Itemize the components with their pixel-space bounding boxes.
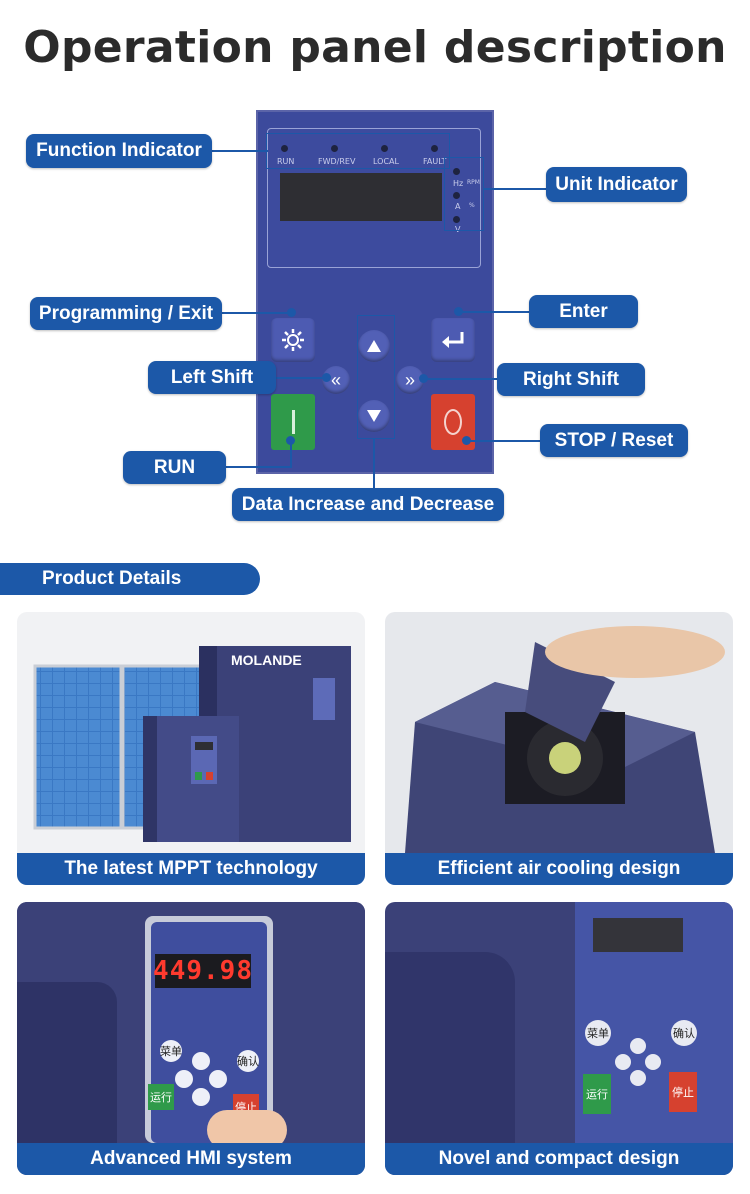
- label-unit-indicator: Unit Indicator: [546, 167, 687, 202]
- menu-key[interactable]: 菜单: [160, 1040, 182, 1062]
- connector-line: [290, 440, 292, 468]
- label-data-increase-decrease: Data Increase and Decrease: [232, 488, 504, 521]
- hmi-lcd: [593, 918, 683, 952]
- device-side: [17, 982, 117, 1143]
- connector-dot: [286, 436, 295, 445]
- connector-line: [276, 377, 326, 379]
- unit-a: A: [455, 202, 461, 211]
- label-run: RUN: [123, 451, 226, 484]
- label-function-indicator: Function Indicator: [26, 134, 212, 168]
- connector-dot: [419, 374, 428, 383]
- connector-line: [466, 440, 540, 442]
- unit-hz-led-icon: [453, 168, 460, 175]
- label-programming-exit: Programming / Exit: [30, 297, 222, 330]
- connector-line: [484, 188, 548, 190]
- data-keys-outline: [357, 315, 395, 439]
- hmi-digital-display: 449.98: [153, 954, 253, 988]
- connector-line: [212, 150, 268, 152]
- right-key[interactable]: [209, 1070, 227, 1088]
- double-right-icon: »: [404, 369, 415, 390]
- solar-inverter-image: [33, 646, 351, 842]
- run-led-icon: [281, 145, 288, 152]
- run-key[interactable]: 运行: [148, 1084, 174, 1110]
- tile-caption: Advanced HMI system: [17, 1143, 365, 1175]
- indicator-fwd-rev: FWD/REV: [318, 157, 356, 166]
- run-key[interactable]: 运行: [583, 1074, 611, 1114]
- unit-hz: Hz: [453, 179, 464, 188]
- indicator-local: LOCAL: [373, 157, 399, 166]
- tile-cooling: Efficient air cooling design: [385, 612, 733, 885]
- label-left-shift: Left Shift: [148, 361, 276, 394]
- tile-mppt: MOLANDE The latest MPPT technology: [17, 612, 365, 885]
- tile-caption: Efficient air cooling design: [385, 853, 733, 885]
- down-key[interactable]: [358, 400, 390, 432]
- down-key[interactable]: [630, 1070, 646, 1086]
- gear-icon: [282, 329, 304, 351]
- up-key[interactable]: [630, 1038, 646, 1054]
- section-title: Product Details: [0, 563, 260, 595]
- lcd-display: [280, 173, 442, 221]
- enter-arrow-icon: [442, 332, 464, 348]
- fault-led-icon: [431, 145, 438, 152]
- triangle-down-icon: [367, 410, 381, 422]
- tile-compact: 菜单 确认 运行 停止 Novel and compact design: [385, 902, 733, 1175]
- left-key[interactable]: [175, 1070, 193, 1088]
- tile-caption: The latest MPPT technology: [17, 853, 365, 885]
- tile-hmi: 449.98 菜单 确认 运行 停止 Advanced HMI system: [17, 902, 365, 1175]
- page-title: Operation panel description: [23, 22, 727, 73]
- confirm-key[interactable]: 确认: [237, 1050, 259, 1072]
- function-indicator-outline: [266, 133, 450, 169]
- unit-indicator-outline: [444, 157, 484, 231]
- device-side: [385, 952, 515, 1143]
- connector-dot: [462, 436, 471, 445]
- connector-line: [458, 311, 530, 313]
- unit-v-led-icon: [453, 216, 460, 223]
- connector-dot: [454, 307, 463, 316]
- triangle-up-icon: [367, 340, 381, 352]
- connector-line: [220, 312, 292, 314]
- label-right-shift: Right Shift: [497, 363, 645, 396]
- confirm-key[interactable]: 确认: [671, 1020, 697, 1046]
- brand-logo-text: MOLANDE: [231, 652, 302, 668]
- enter-key[interactable]: [431, 318, 475, 362]
- stop-key[interactable]: 停止: [669, 1072, 697, 1112]
- label-enter: Enter: [529, 295, 638, 328]
- up-key[interactable]: [358, 330, 390, 362]
- connector-line: [423, 378, 497, 380]
- down-key[interactable]: [192, 1088, 210, 1106]
- unit-percent: %: [469, 202, 475, 209]
- fwd-rev-led-icon: [331, 145, 338, 152]
- up-key[interactable]: [192, 1052, 210, 1070]
- stop-ring-icon: [444, 409, 462, 435]
- connector-dot: [287, 308, 296, 317]
- tile-caption: Novel and compact design: [385, 1143, 733, 1175]
- double-left-icon: «: [330, 369, 341, 390]
- menu-key[interactable]: 菜单: [585, 1020, 611, 1046]
- connector-line: [373, 439, 375, 491]
- programming-key[interactable]: [271, 318, 315, 362]
- connector-line: [226, 466, 292, 468]
- run-bar-icon: [291, 410, 295, 434]
- unit-rpm: RPM: [467, 179, 480, 186]
- indicator-fault: FAULT: [423, 157, 447, 166]
- unit-v: V: [455, 225, 461, 234]
- label-stop-reset: STOP / Reset: [540, 424, 688, 457]
- connector-dot: [322, 373, 331, 382]
- left-key[interactable]: [615, 1054, 631, 1070]
- cooling-fan-image: [405, 626, 725, 853]
- unit-a-led-icon: [453, 192, 460, 199]
- right-key[interactable]: [645, 1054, 661, 1070]
- local-led-icon: [381, 145, 388, 152]
- indicator-run: RUN: [277, 157, 295, 166]
